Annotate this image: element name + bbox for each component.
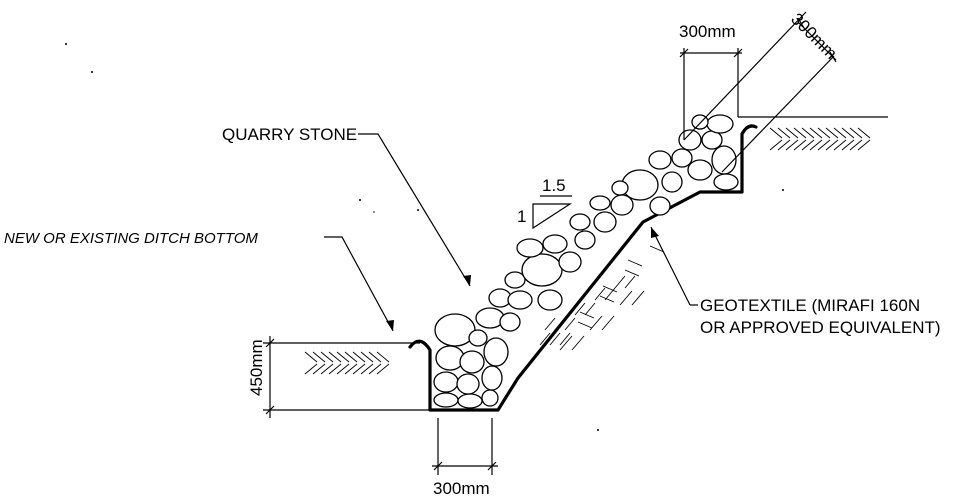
dim-top-width: 300mm	[679, 22, 743, 140]
geotextile-label-line2: OR APPROVED EQUIVALENT)	[700, 318, 941, 337]
ground-lines	[300, 66, 888, 411]
dim-toe-width: 300mm	[432, 418, 498, 498]
dim-toe-depth: 450mm	[247, 336, 300, 418]
ditch-bottom-leader	[324, 236, 394, 332]
dim-slope-thickness-label: 300mm	[787, 9, 841, 63]
scan-specks	[65, 43, 784, 431]
slope-rise-label: 1	[517, 207, 526, 226]
soil-hatch-slope	[539, 245, 665, 351]
geotextile-leader	[650, 226, 691, 306]
leader-lines	[324, 133, 698, 332]
quarry-stone-label: QUARRY STONE	[222, 125, 357, 144]
dim-toe-depth-label: 450mm	[247, 339, 266, 396]
dim-toe-width-label: 300mm	[433, 479, 490, 498]
quarry-stone-leader	[358, 133, 471, 287]
geotextile-label-line1: GEOTEXTILE (MIRAFI 160N	[700, 296, 920, 315]
slope-triangle	[532, 203, 573, 230]
soil-hatch-right	[769, 127, 871, 151]
ditch-bottom-label: NEW OR EXISTING DITCH BOTTOM	[4, 230, 258, 247]
slope-run-label: 1.5	[542, 176, 566, 195]
dim-top-width-label: 300mm	[679, 22, 736, 41]
slope-ratio: 1 1.5	[517, 176, 573, 230]
quarry-stone-fill	[433, 114, 739, 409]
geotextile-outline	[408, 124, 758, 412]
soil-hatch-left	[304, 351, 390, 375]
